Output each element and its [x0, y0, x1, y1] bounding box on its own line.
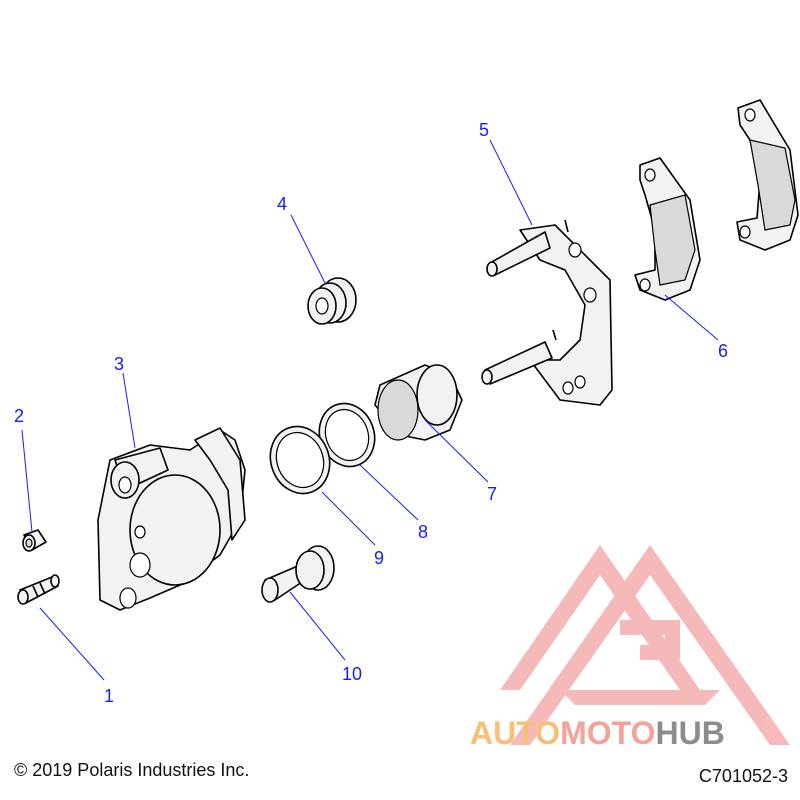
part-4-pin-boot — [307, 277, 357, 325]
part-9-dust-seal — [269, 425, 331, 495]
leader-lines — [21, 139, 719, 681]
watermark-brand-text: AUTOMOTOHUB — [470, 715, 725, 752]
callout-7: 7 — [487, 484, 497, 504]
callout-4: 4 — [277, 194, 287, 214]
watermark-moto: MOTO — [560, 715, 656, 751]
watermark-auto: AUTO — [470, 715, 561, 751]
watermark-hub: HUB — [655, 715, 725, 751]
part-3-caliper-body — [97, 427, 246, 611]
callout-5: 5 — [479, 120, 489, 140]
part-2-bleeder-cap — [22, 529, 47, 552]
callout-8: 8 — [418, 522, 428, 542]
part-10-slide-pin — [261, 545, 335, 603]
part-7-piston — [374, 364, 463, 441]
callout-1: 1 — [104, 686, 114, 706]
part-6-brake-pads — [634, 99, 799, 301]
copyright-notice: © 2019 Polaris Industries Inc. — [14, 760, 250, 780]
callout-6: 6 — [718, 341, 728, 361]
watermark-logo — [500, 545, 790, 745]
callout-10: 10 — [342, 664, 362, 684]
part-5-caliper-bracket — [481, 219, 613, 406]
callout-3: 3 — [114, 354, 124, 374]
callout-9: 9 — [374, 548, 384, 568]
drawing-number: C701052-3 — [698, 766, 788, 786]
part-1-bleeder-screw — [17, 574, 60, 605]
callout-2: 2 — [14, 406, 24, 426]
